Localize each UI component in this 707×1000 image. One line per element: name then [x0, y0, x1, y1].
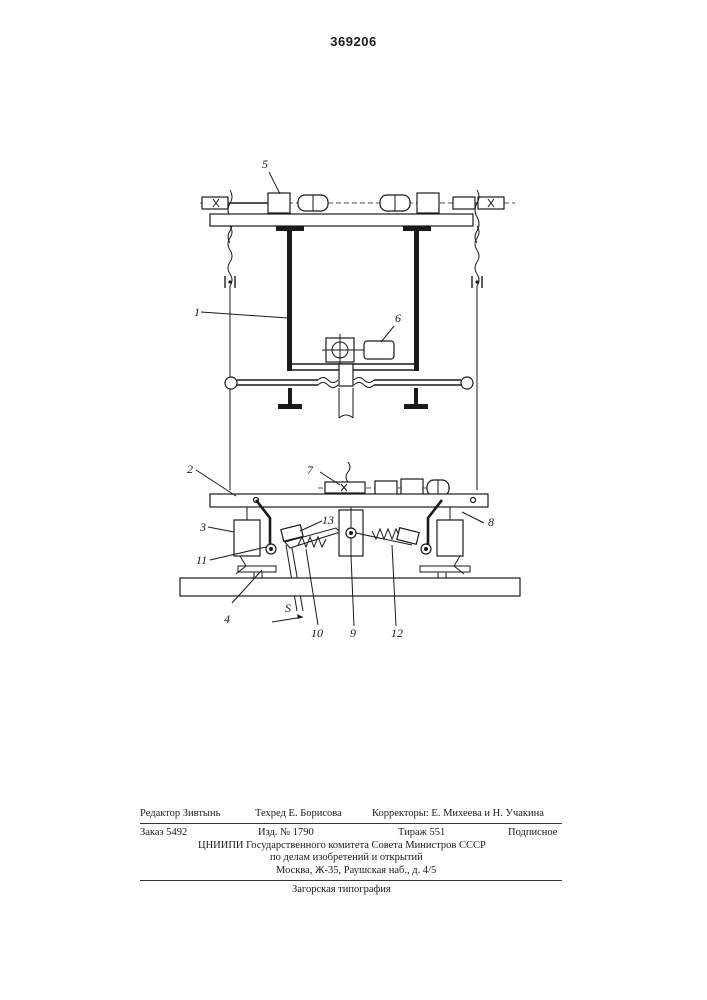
institute-line: ЦНИИПИ Государственного комитета Совета …: [198, 840, 486, 851]
separator-rule-2: [140, 880, 562, 881]
label-3: 3: [199, 520, 206, 534]
label-10: 10: [311, 626, 323, 640]
lower-plate-2: [210, 494, 488, 507]
label-8: 8: [488, 515, 494, 529]
printer-line: Загорская типография: [292, 884, 391, 895]
label-7: 7: [307, 463, 314, 477]
label-1: 1: [194, 305, 200, 319]
label-13: 13: [322, 513, 334, 527]
correctors-line: Корректоры: Е. Михеева и Н. Учакина: [372, 808, 544, 819]
label-9: 9: [350, 626, 356, 640]
publication-number: Изд. № 1790: [258, 827, 314, 838]
affairs-line: по делам изобретений и открытий: [270, 852, 423, 863]
print-run: Тираж 551: [398, 827, 445, 838]
figure-labels: 5 6 1 7 2 3 4 8 11 13 S 10 9 12: [187, 157, 494, 640]
separator-rule-1: [140, 823, 562, 824]
base-plate: [180, 578, 520, 596]
editor-line: Редактор Зивтынь: [140, 808, 220, 819]
label-6: 6: [395, 311, 401, 325]
order-number: Заказ 5492: [140, 827, 187, 838]
leader-lines: [196, 172, 484, 626]
techred-line: Техред Е. Борисова: [255, 808, 342, 819]
label-s: S: [285, 601, 291, 615]
label-5: 5: [262, 157, 268, 171]
lower-shaft-7: [318, 462, 450, 497]
label-12: 12: [391, 626, 403, 640]
label-2: 2: [187, 462, 193, 476]
top-plate: [210, 214, 473, 226]
gap-s-marker: [272, 614, 303, 622]
address-line: Москва, Ж-35, Раушская наб., д. 4/5: [276, 865, 436, 876]
label-4: 4: [224, 612, 230, 626]
label-11: 11: [196, 553, 207, 567]
subscription: Подписное: [508, 827, 557, 838]
assembly-6: [322, 334, 394, 418]
